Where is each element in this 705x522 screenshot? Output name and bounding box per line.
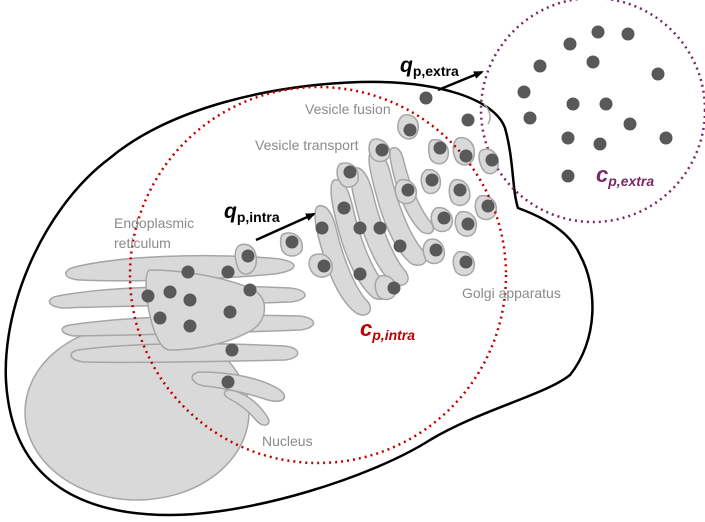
particle: [285, 235, 299, 249]
intracellular-boundary: [128, 85, 508, 465]
particle: [337, 201, 351, 215]
particle: [561, 131, 575, 145]
particle: [223, 305, 237, 319]
particle: [533, 59, 547, 73]
particle: [315, 221, 329, 235]
particle: [241, 249, 255, 263]
particle: [591, 25, 605, 39]
label-golgi: Golgi apparatus: [462, 285, 561, 301]
particle: [419, 91, 433, 105]
endoplasmic-reticulum: [48, 254, 315, 426]
particle: [561, 169, 575, 183]
particle: [353, 221, 367, 235]
particle: [453, 183, 467, 197]
label-c-extra: cp,extra: [596, 162, 654, 189]
particle: [183, 319, 197, 333]
label-vesicle-fusion: Vesicle fusion: [305, 101, 391, 117]
particle: [659, 131, 673, 145]
particle: [563, 37, 577, 51]
particle: [163, 285, 177, 299]
particle: [375, 143, 389, 157]
particle: [225, 343, 239, 357]
particle: [437, 211, 451, 225]
label-vesicle-transport: Vesicle transport: [255, 137, 359, 153]
particle: [243, 283, 257, 297]
particle: [393, 239, 407, 253]
particle: [181, 265, 195, 279]
particle: [403, 123, 417, 137]
particle: [523, 111, 537, 125]
particle: [183, 293, 197, 307]
particle: [651, 67, 665, 81]
particle: [141, 289, 155, 303]
particle: [586, 55, 600, 69]
label-q-intra: qp,intra: [224, 200, 280, 225]
particle: [353, 267, 367, 281]
particle: [517, 85, 531, 99]
q-intra-arrow: [255, 212, 316, 242]
particle: [481, 199, 495, 213]
particle: [387, 281, 401, 295]
particle: [343, 165, 357, 179]
extracellular-boundary: [479, 0, 705, 224]
particle: [153, 311, 167, 325]
label-c-intra: cp,intra: [360, 316, 415, 343]
particle: [459, 255, 473, 269]
particle: [425, 173, 439, 187]
particle: [599, 97, 613, 111]
particle: [433, 141, 447, 155]
q-extra-arrow: [437, 70, 484, 92]
particle: [317, 259, 331, 273]
particle: [373, 221, 387, 235]
particle: [221, 375, 235, 389]
particle: [593, 137, 607, 151]
particle: [485, 153, 499, 167]
particle: [459, 149, 473, 163]
label-nucleus: Nucleus: [262, 433, 313, 449]
particles: [141, 25, 673, 389]
particle: [221, 265, 235, 279]
label-er-line1: Endoplasmic: [114, 215, 194, 231]
label-q-extra: qp,extra: [400, 54, 459, 79]
particle: [461, 217, 475, 231]
particle: [566, 97, 580, 111]
particle: [401, 183, 415, 197]
label-er-line2: reticulum: [114, 235, 171, 251]
particle: [621, 27, 635, 41]
particle: [623, 117, 637, 131]
particle: [429, 243, 443, 257]
particle: [461, 113, 475, 127]
